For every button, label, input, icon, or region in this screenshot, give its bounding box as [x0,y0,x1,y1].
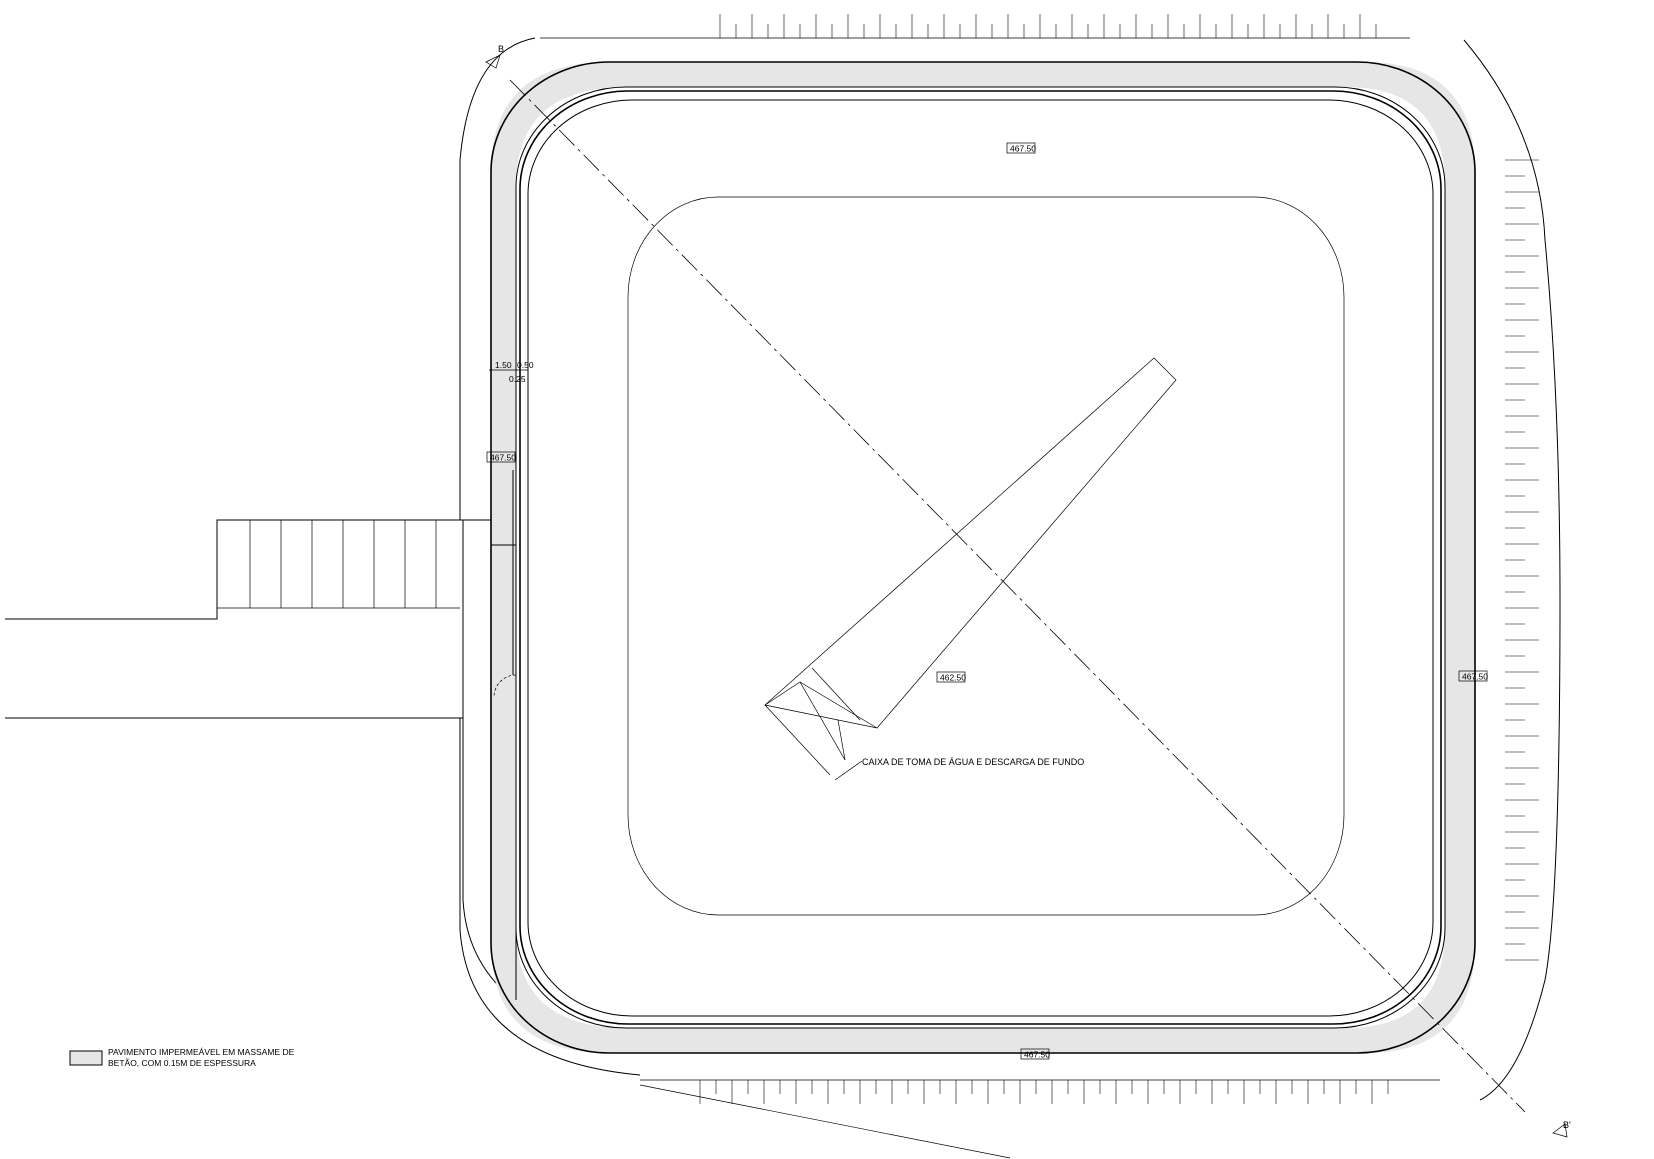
dimension-a: 1.50 [495,360,512,370]
elevation-tag-top: 467.50 [1006,142,1036,154]
elevation-tag-bottom: 467.50 [1020,1048,1050,1060]
dimension-c: 0.25 [509,374,526,384]
svg-text:462.50: 462.50 [940,673,966,683]
bottom-left-slope-line [639,1084,1011,1159]
svg-text:467.50: 467.50 [1024,1050,1050,1060]
access-stairs [217,520,460,609]
reservoir-walls [490,61,1476,1054]
legend: PAVIMENTO IMPERMEÁVEL EM MASSAME DE BETÃ… [69,1047,295,1068]
section-label-end: B' [1563,1120,1571,1130]
section-mark-start: B [485,44,504,69]
elevation-tag-right: 467.50 [1458,670,1488,682]
legend-swatch [69,1050,103,1066]
reservoir-floor [627,196,1345,916]
intake-channel [764,357,1177,776]
elevation-tag-floor: 462.50 [936,671,966,683]
annotation-leader [834,760,863,781]
section-label-start: B [498,44,504,54]
wall-dimensions: 1.50 0.50 0.25 [489,360,534,384]
svg-text:467.50: 467.50 [490,453,516,463]
svg-text:467.50: 467.50 [1010,144,1036,154]
entrance-door [491,470,517,1000]
slope-hatching [540,14,1539,1159]
section-axis [509,79,1526,1113]
legend-line-1: PAVIMENTO IMPERMEÁVEL EM MASSAME DE [108,1047,295,1057]
legend-line-2: BETÃO, COM 0.15M DE ESPESSURA [108,1058,256,1068]
dimension-b: 0.50 [517,360,534,370]
outer-perimeter [5,81,641,1051]
svg-text:467.50: 467.50 [1462,672,1488,682]
outer-berm [459,37,1561,1101]
elevation-tag-left: 467.50 [486,451,516,463]
section-mark-end: B' [1552,1120,1571,1138]
intake-annotation: CAIXA DE TOMA DE ÁGUA E DESCARGA DE FUND… [862,757,1084,767]
